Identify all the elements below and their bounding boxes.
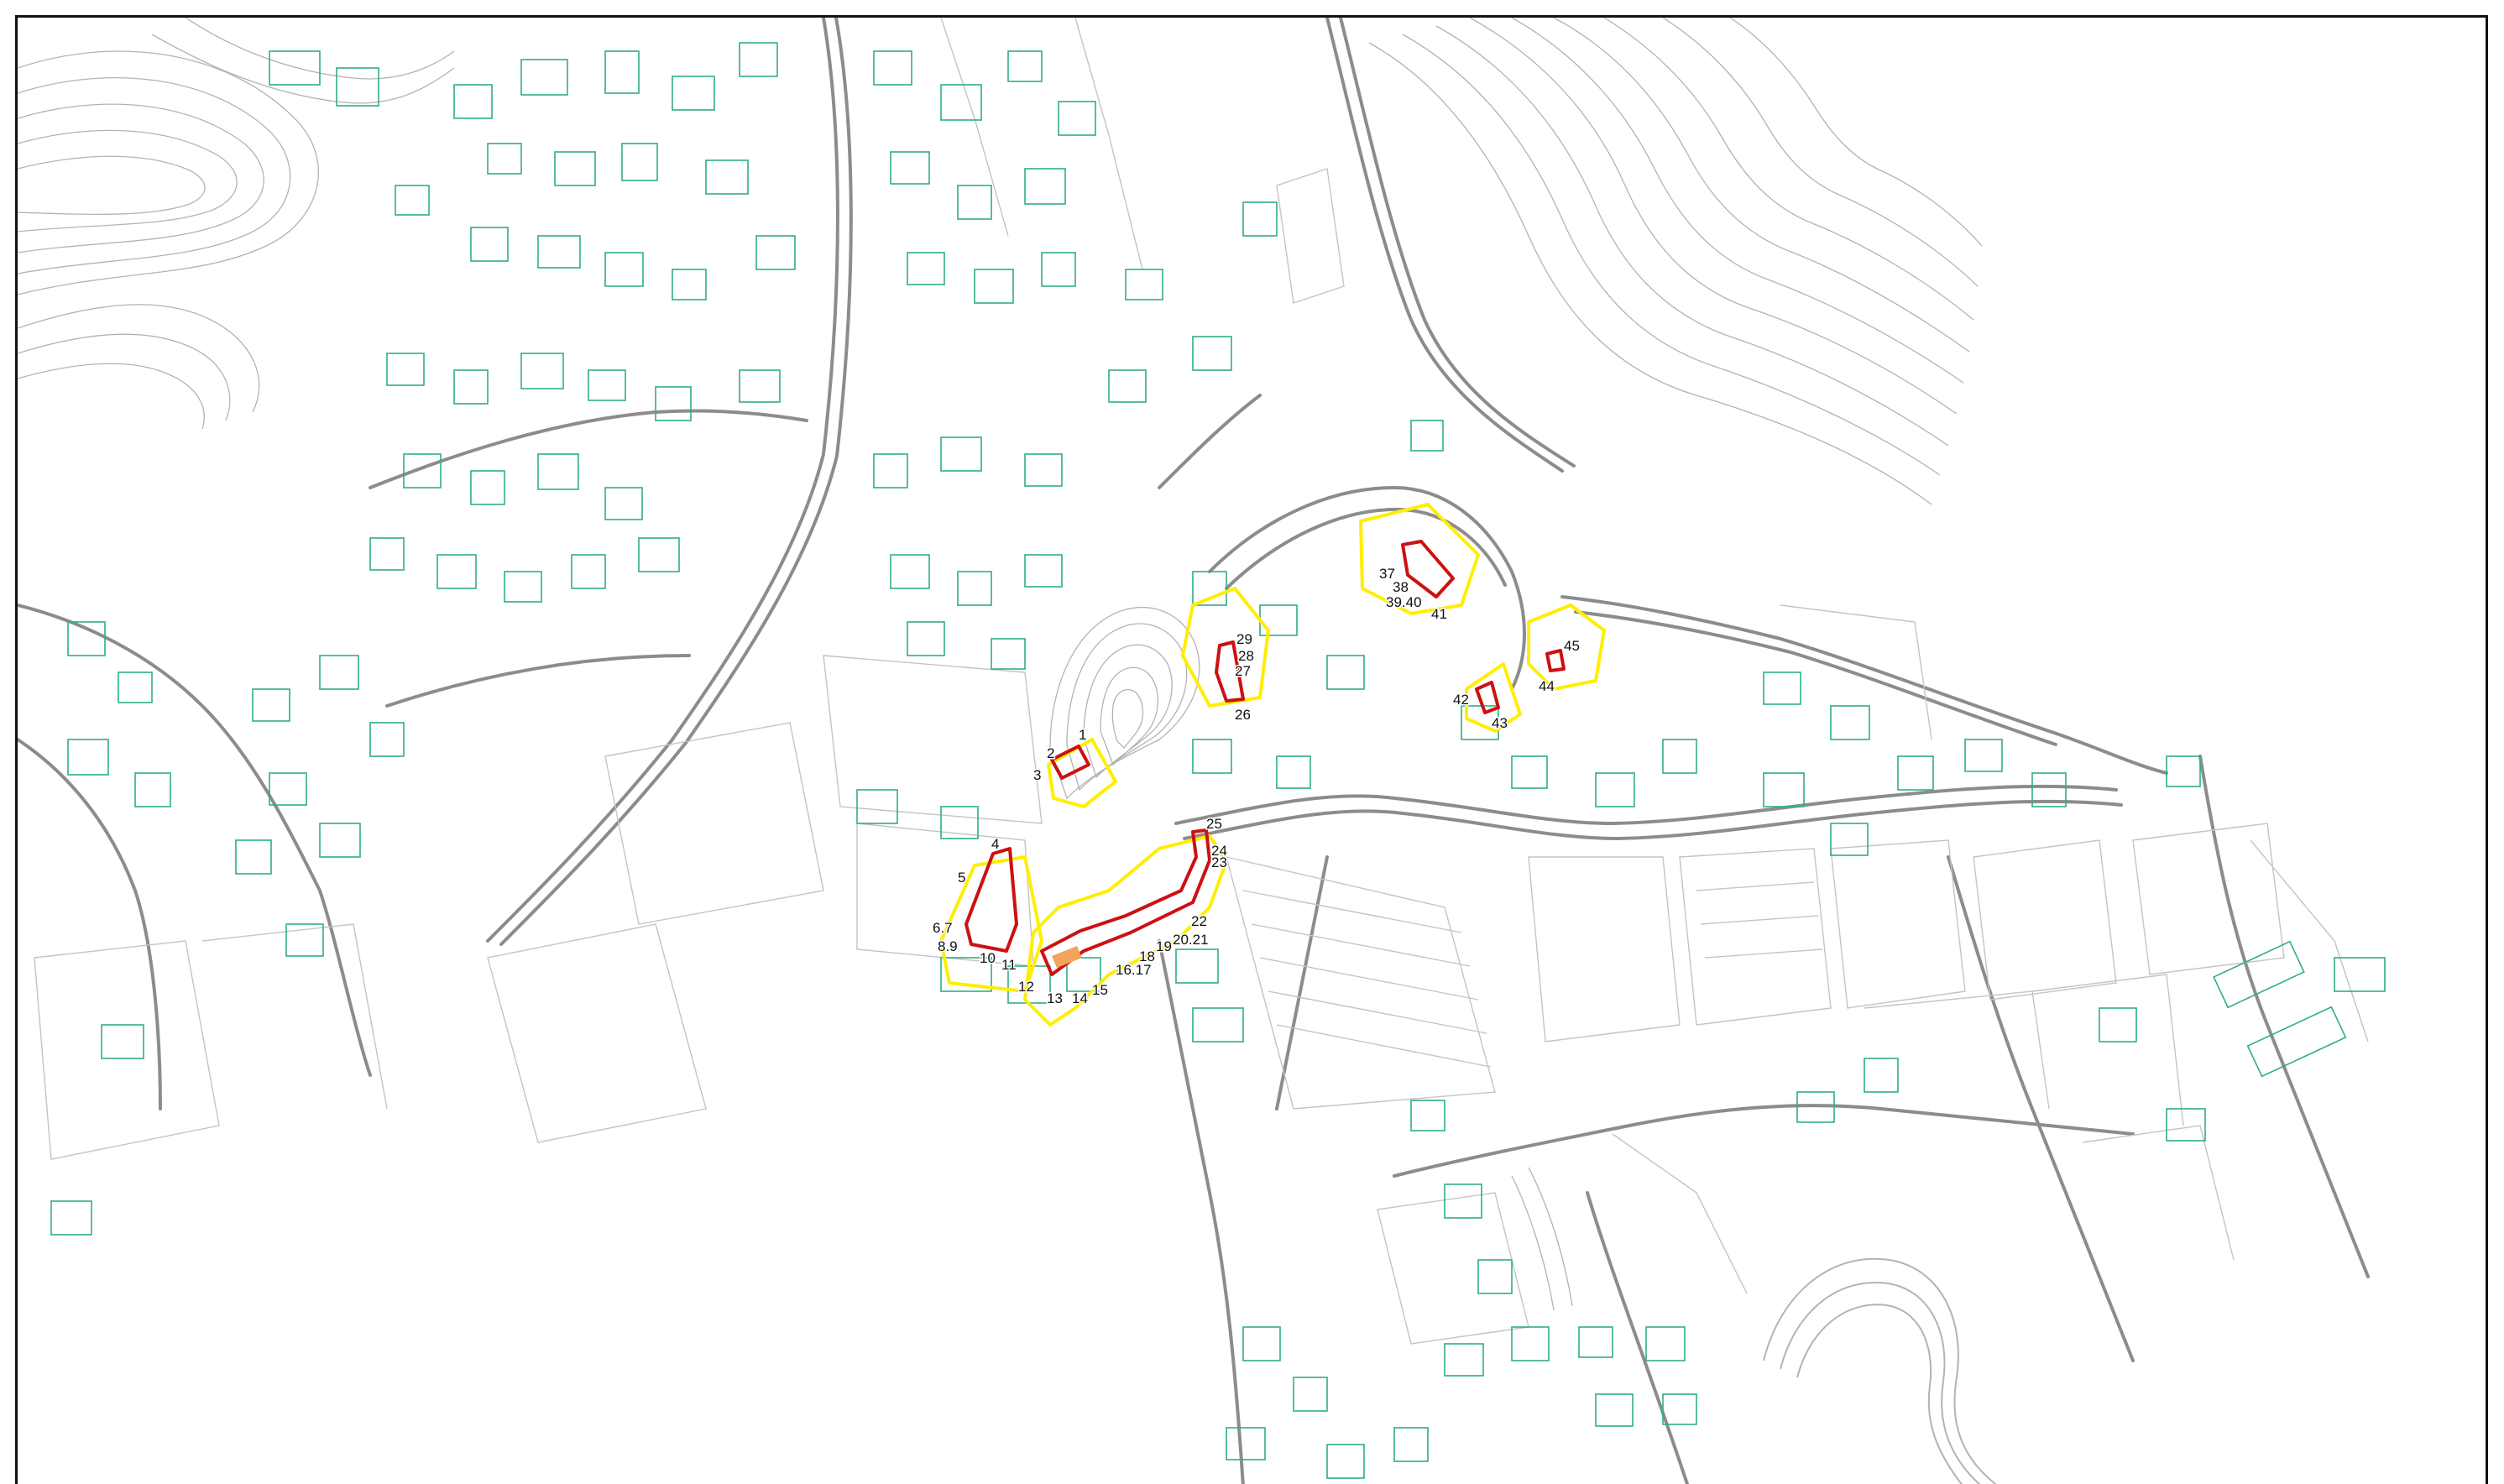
hazard-zone-26-29[interactable] [1181,587,1270,708]
parcel-label: 42 [1453,692,1469,708]
parcel-label: 3 [1033,767,1041,783]
parcel-label: 44 [1539,678,1555,694]
parcel-label: 20.21 [1173,932,1209,948]
map-frame: 1 2 3 4 5 6.7 8.9 10 11 12 13 14 15 16.1… [15,15,2488,1484]
parcel-label: 27 [1235,663,1251,679]
warning-zone-4-11[interactable] [964,847,1018,953]
parcel-label: 19 [1156,938,1172,954]
hazard-zone-44-45[interactable] [1527,604,1606,691]
parcel-label: 16.17 [1116,962,1152,978]
special-warning-zones[interactable] [964,540,1566,976]
roads [18,18,2370,1484]
filled-segment [1052,946,1082,968]
parcel-label: 24 [1211,843,1227,859]
parcel-label: 8.9 [938,938,958,954]
warning-zone-37-41[interactable] [1401,540,1455,598]
parcel-label: 14 [1072,990,1088,1006]
parcel-label: 12 [1018,979,1034,995]
parcel-label: 10 [980,950,996,966]
parcel-label: 6.7 [933,920,953,936]
contour-lines [18,18,1997,1484]
parcel-label: 5 [958,870,965,886]
parcel-label: 13 [1047,990,1063,1006]
parcel-label: 39.40 [1386,594,1422,610]
warning-zone-1-3[interactable] [1050,745,1090,780]
parcel-label: 45 [1564,638,1580,654]
parcel-label: 28 [1238,648,1254,664]
hazard-zones[interactable] [939,503,1606,1027]
parcel-label: 1 [1079,727,1086,743]
warning-zone-42-43[interactable] [1475,681,1500,714]
parcel-label: 23 [1211,854,1227,870]
parcel-label: 38 [1393,579,1409,595]
hazard-zone-37-41[interactable] [1359,503,1480,615]
warning-zone-26-29[interactable] [1215,640,1245,703]
parcel-labels: 1 2 3 4 5 6.7 8.9 10 11 12 13 14 15 16.1… [932,565,1581,1008]
parcel-label: 18 [1139,948,1155,964]
parcel-label: 41 [1431,606,1447,622]
parcel-label: 43 [1492,715,1508,731]
parcel-lines [34,18,2369,1345]
hazard-zone-12-25[interactable] [1023,834,1228,1027]
warning-zone-12-25[interactable] [1040,828,1211,976]
hazard-zone-42-43[interactable] [1465,662,1522,733]
parcel-label: 26 [1235,707,1251,723]
parcel-label: 4 [991,836,999,852]
parcel-label: 29 [1236,631,1252,647]
parcel-label: 2 [1047,745,1054,761]
buildings [50,42,2386,1479]
topographic-map[interactable]: 1 2 3 4 5 6.7 8.9 10 11 12 13 14 15 16.1… [18,18,2488,1484]
parcel-label: 11 [1001,957,1017,973]
parcel-label: 15 [1092,982,1108,998]
parcel-label: 37 [1379,566,1395,582]
parcel-label: 25 [1206,816,1222,832]
parcel-label: 22 [1191,913,1207,929]
warning-zone-44-45[interactable] [1545,649,1566,672]
hazard-zone-1-3[interactable] [1047,738,1117,808]
